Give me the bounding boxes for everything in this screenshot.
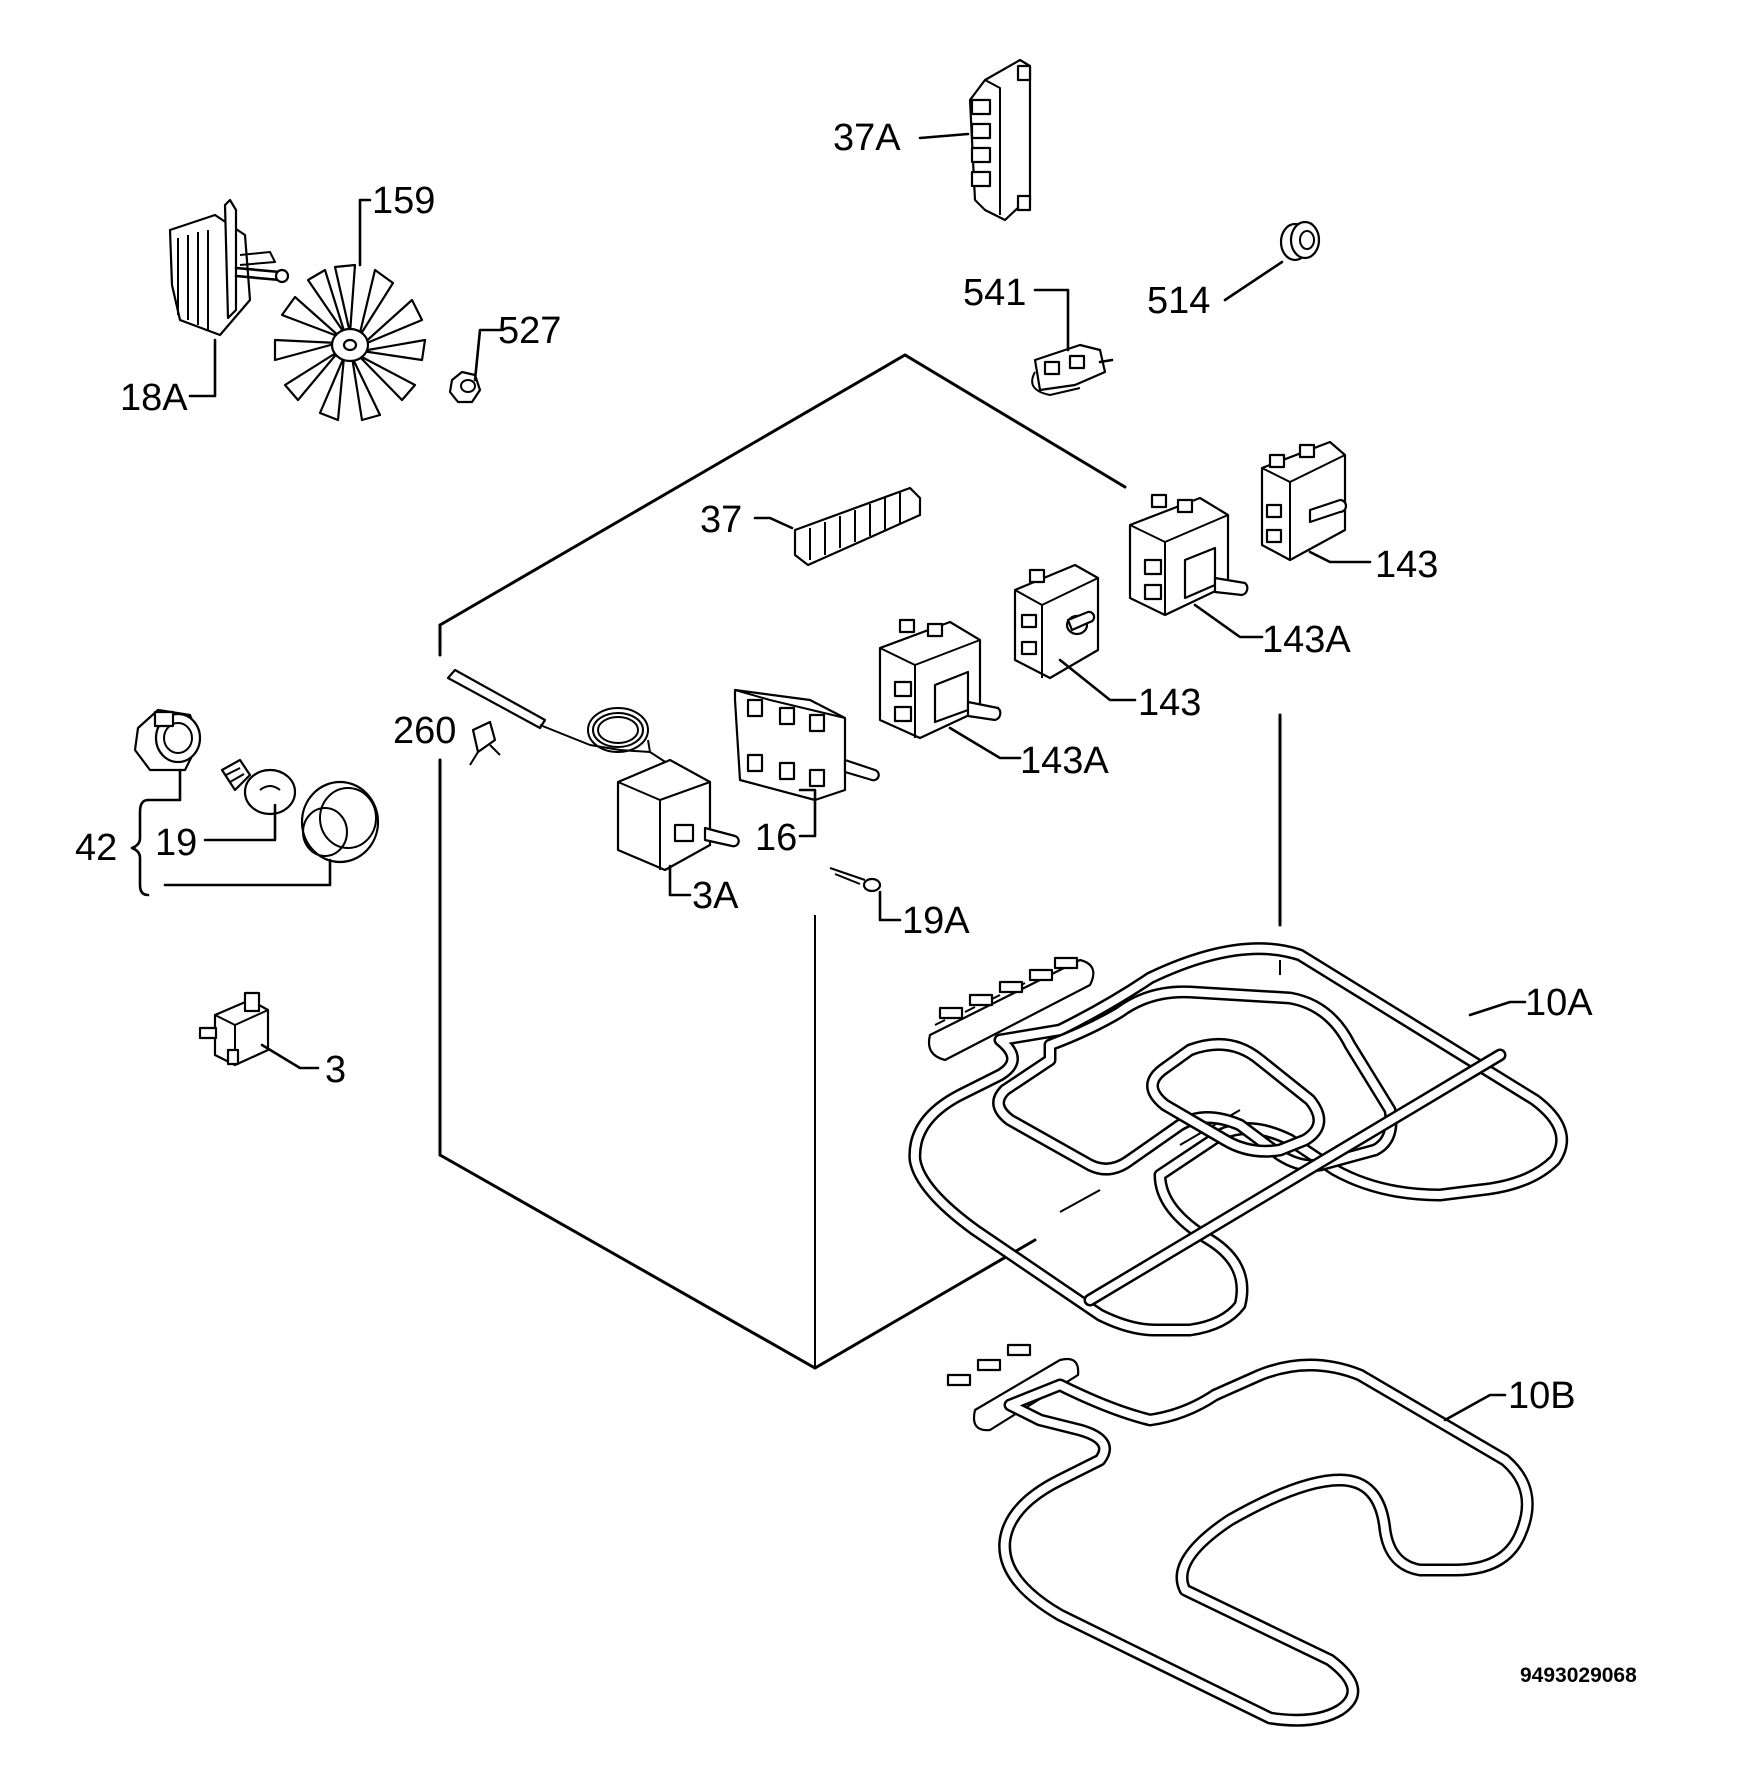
leader-10a: [1468, 1000, 1527, 1017]
leader-3a: [668, 864, 692, 897]
terminal-strip-37: [793, 486, 922, 567]
label-10a: 10A: [1525, 982, 1593, 1024]
leader-10b: [1443, 1393, 1507, 1422]
label-541: 541: [963, 272, 1026, 314]
leader-3: [260, 1043, 320, 1070]
label-3a: 3A: [692, 875, 739, 917]
leader-527: [473, 328, 502, 382]
grill-element-10a: [908, 942, 1569, 1337]
label-260: 260: [393, 710, 456, 752]
connector-541: [1031, 343, 1114, 396]
switch-143a-top: [1128, 493, 1249, 617]
leader-143-top: [1308, 550, 1372, 564]
label-143a-top: 143A: [1262, 619, 1351, 661]
label-37a: 37A: [833, 117, 901, 159]
terminal-block-37a: [968, 58, 1032, 222]
leader-143-mid: [1058, 658, 1137, 702]
label-42: 42: [75, 827, 117, 869]
lamp-cover-42: [300, 780, 380, 864]
label-143a-mid: 143A: [1020, 740, 1109, 782]
thermal-cutout-3: [198, 991, 270, 1067]
lamp-19a: [829, 867, 882, 893]
label-16: 16: [755, 817, 797, 859]
label-18a: 18A: [120, 377, 188, 419]
leader-37: [753, 516, 794, 530]
leader-19a: [878, 890, 902, 922]
switch-143-mid: [1013, 563, 1100, 680]
grommet-514: [1279, 220, 1321, 262]
nut-527: [448, 370, 482, 404]
fan-blade-159: [273, 263, 427, 422]
leader-42-cover: [163, 858, 332, 887]
leader-514: [1223, 260, 1284, 302]
label-19: 19: [155, 822, 197, 864]
leader-159: [358, 198, 372, 267]
lower-element-10b: [946, 1343, 1534, 1727]
leader-16: [798, 788, 817, 838]
fan-motor-18a: [168, 198, 290, 337]
switch-143a-mid: [878, 618, 1002, 740]
selector-switch-16: [733, 688, 880, 802]
oven-cavity-outline: [438, 353, 1282, 1370]
lamp-holder-42: [133, 708, 202, 772]
label-10b: 10B: [1508, 1375, 1576, 1417]
leader-143a-mid: [948, 726, 1022, 760]
label-159: 159: [372, 180, 435, 222]
leader-19: [203, 803, 277, 842]
document-number: 9493029068: [1520, 1664, 1637, 1687]
leader-143a-top: [1193, 603, 1264, 639]
brace-42: [130, 798, 150, 897]
label-19a: 19A: [902, 900, 970, 942]
leader-42-holder: [146, 768, 182, 802]
label-527: 527: [498, 310, 561, 352]
clip-260: [469, 720, 501, 766]
label-3: 3: [325, 1049, 346, 1091]
switch-143-top: [1260, 440, 1348, 562]
label-143-top: 143: [1375, 544, 1438, 586]
label-143-mid: 143: [1138, 682, 1201, 724]
leader-37a: [918, 132, 970, 140]
label-37: 37: [700, 499, 742, 541]
label-514: 514: [1147, 280, 1210, 322]
lamp-bulb-19: [220, 758, 297, 816]
leader-541: [1033, 288, 1070, 352]
thermostat-3a: [446, 668, 740, 872]
leader-18a: [188, 338, 217, 398]
